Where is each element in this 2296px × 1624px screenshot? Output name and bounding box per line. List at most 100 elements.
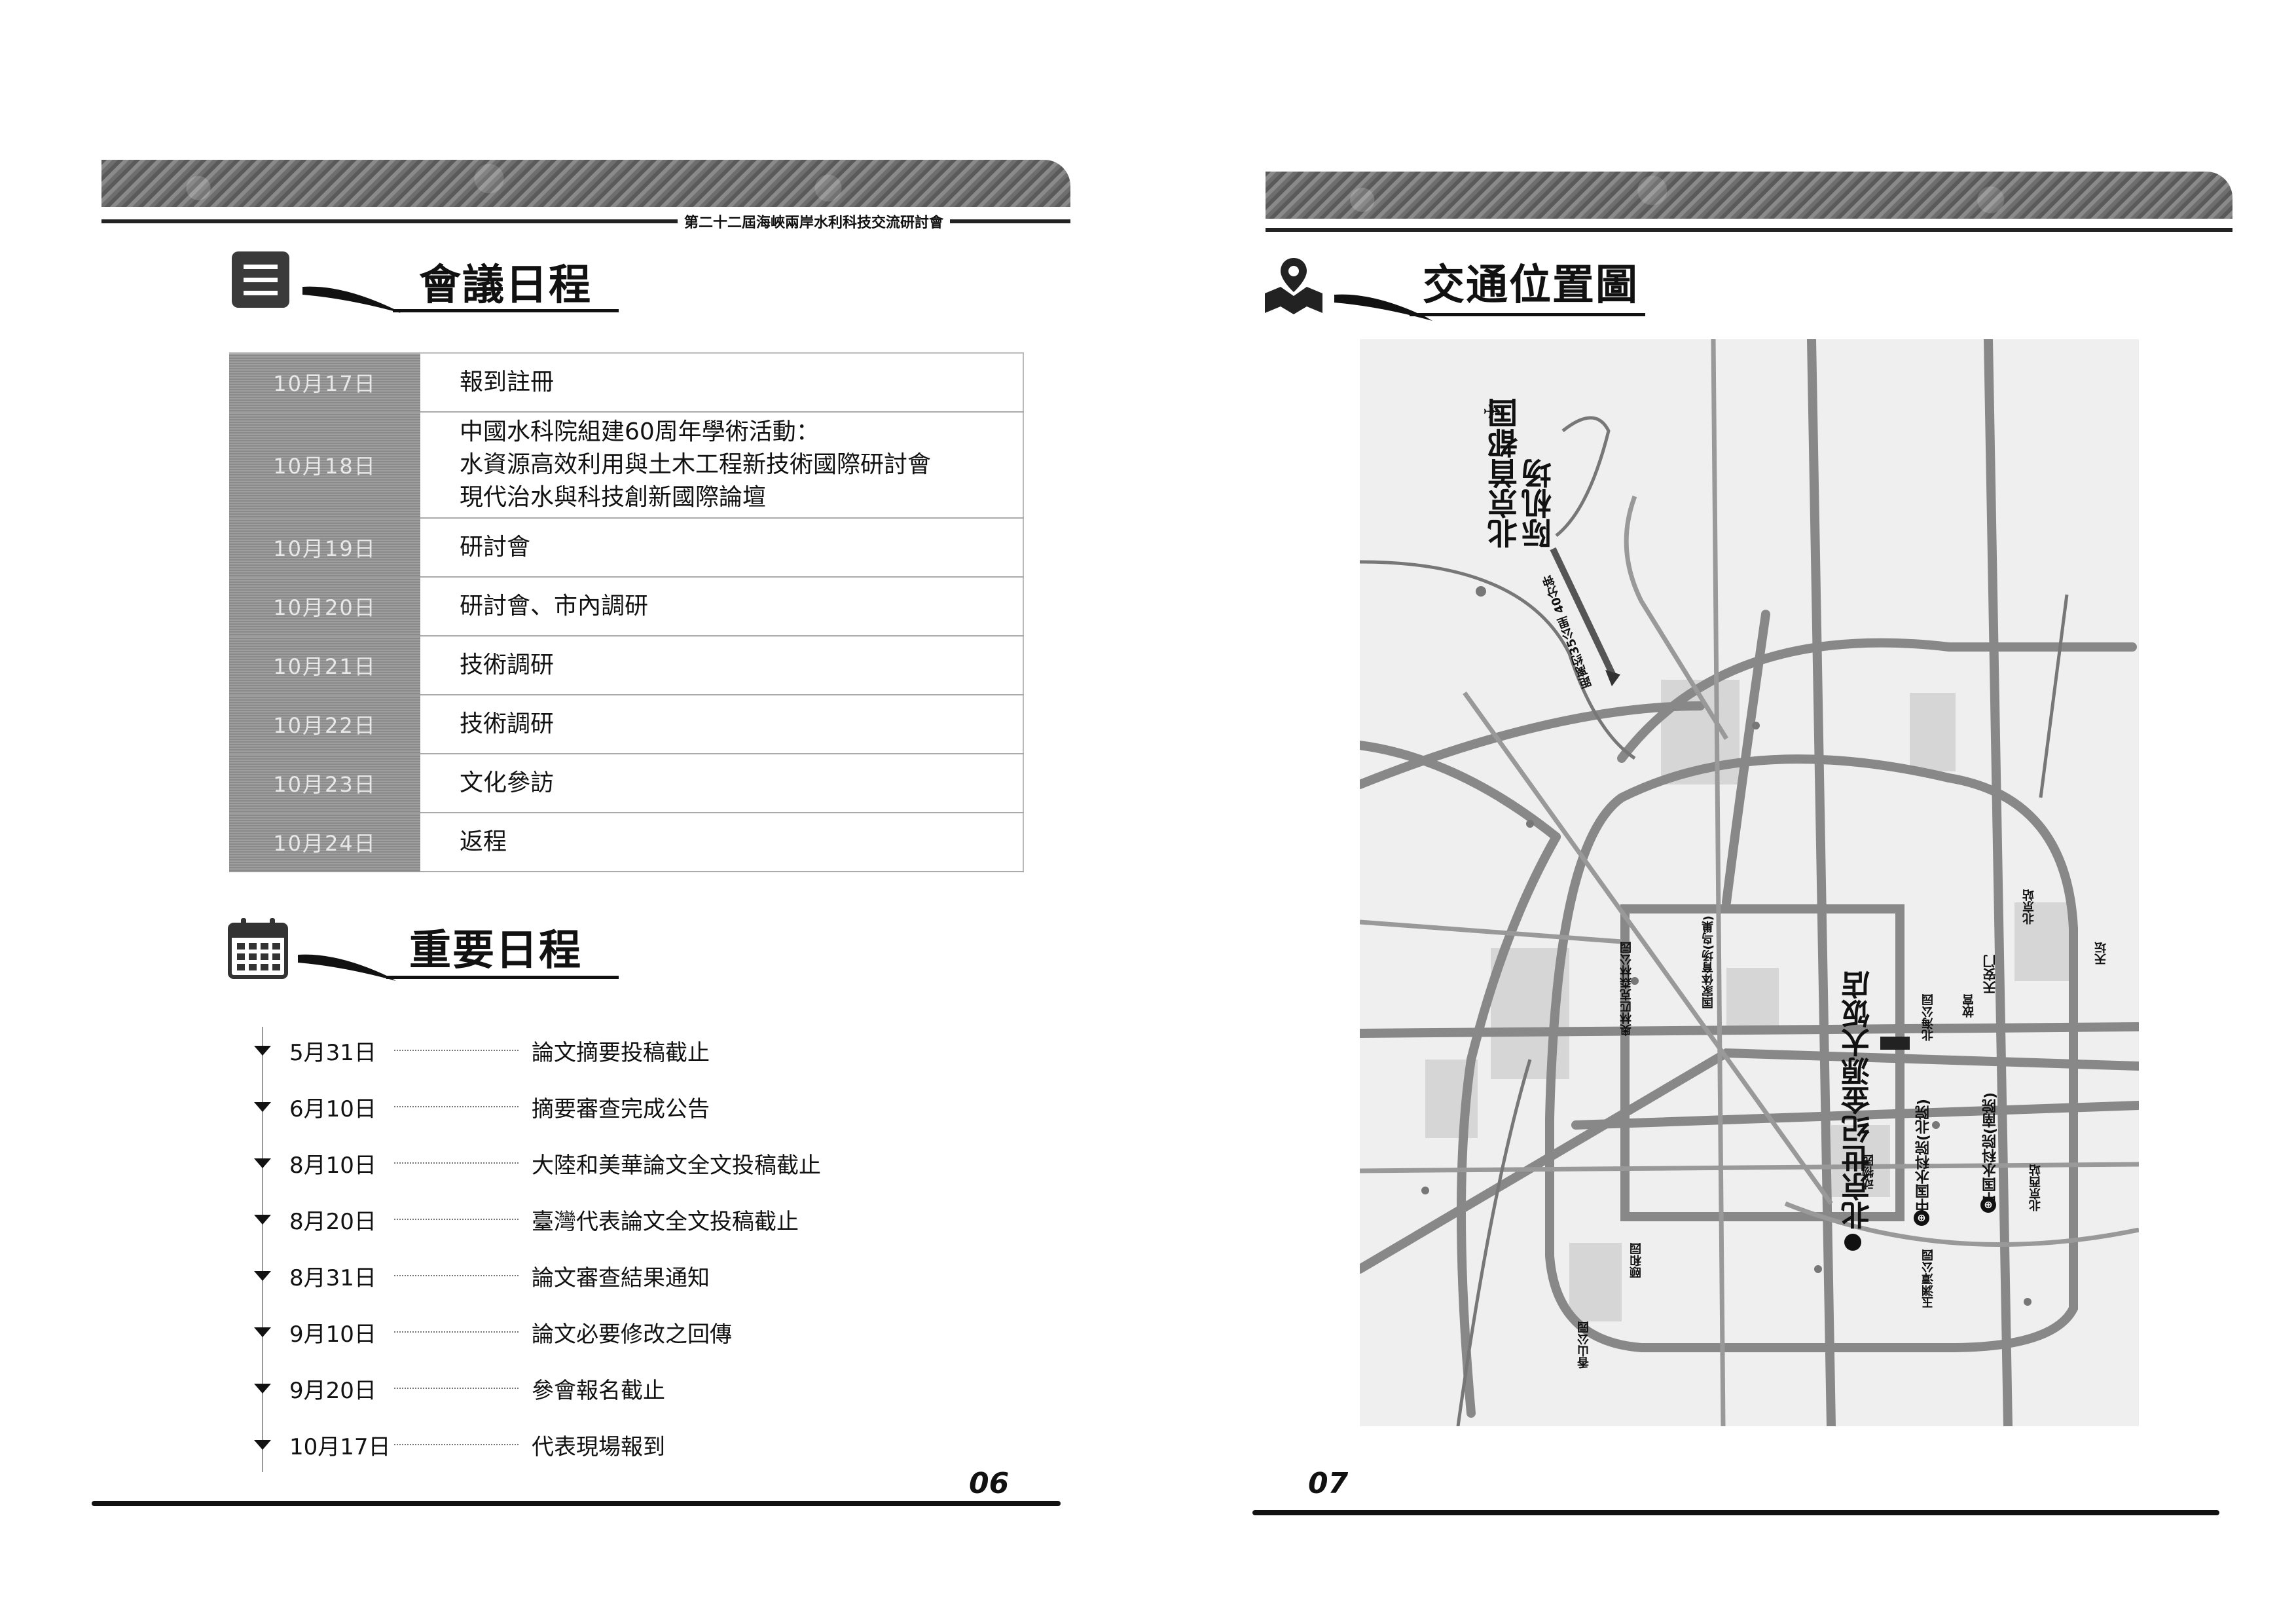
key-dates-title: 重要日程 bbox=[409, 927, 582, 975]
dotted-leader bbox=[394, 1331, 519, 1333]
arrow-down-icon bbox=[254, 1158, 271, 1168]
arrow-down-icon bbox=[254, 1270, 271, 1281]
arrow-down-icon bbox=[254, 1383, 271, 1393]
hotel-label: 北京世纪金源大饭店 bbox=[1842, 970, 1875, 1230]
title-swoosh bbox=[298, 954, 396, 981]
conference-title: 第二十二屆海峽兩岸水利科技交流研討會 bbox=[678, 211, 951, 232]
dotted-leader bbox=[394, 1444, 519, 1445]
table-row: 10月21日 技術調研 bbox=[229, 636, 1024, 695]
list-item: 9月10日 論文必要修改之回傳 bbox=[254, 1312, 732, 1352]
key-event: 論文審查結果通知 bbox=[532, 1264, 710, 1291]
schedule-event: 文化參訪 bbox=[420, 754, 1024, 813]
table-row: 10月17日 報到註冊 bbox=[229, 352, 1024, 413]
schedule-title-underline bbox=[393, 309, 619, 312]
dotted-leader bbox=[394, 1106, 519, 1107]
schedule-date: 10月17日 bbox=[229, 352, 420, 413]
right-page: 交通位置圖 bbox=[1148, 0, 2296, 1624]
map-title: 交通位置圖 bbox=[1423, 261, 1639, 310]
schedule-date: 10月19日 bbox=[229, 518, 420, 578]
key-event: 參會報名截止 bbox=[532, 1377, 665, 1404]
arrow-down-icon bbox=[254, 1045, 271, 1056]
list-item: 9月20日 參會報名截止 bbox=[254, 1369, 665, 1408]
list-icon bbox=[232, 251, 289, 308]
schedule-date: 10月21日 bbox=[229, 636, 420, 695]
olympic-park-label: 奥林匹克森林公园 bbox=[1620, 942, 1633, 1036]
list-item: 10月17日 代表現場報到 bbox=[254, 1425, 665, 1464]
schedule-event: 技術調研 bbox=[420, 636, 1024, 695]
key-date: 8月10日 bbox=[289, 1152, 376, 1179]
key-date: 8月20日 bbox=[289, 1208, 376, 1235]
timeline-line bbox=[262, 1027, 263, 1472]
schedule-event: 返程 bbox=[420, 813, 1024, 872]
dotted-leader bbox=[394, 1388, 519, 1389]
iwhr-north-marker-icon: ⊕ bbox=[1914, 1210, 1929, 1226]
title-swoosh bbox=[1334, 294, 1432, 321]
schedule-date: 10月23日 bbox=[229, 754, 420, 813]
table-row: 10月18日 中國水科院組建60周年學術活動： 水資源高效利用與土木工程新技術國… bbox=[229, 412, 1024, 519]
key-date: 10月17日 bbox=[289, 1433, 391, 1460]
schedule-event: 中國水科院組建60周年學術活動： 水資源高效利用與土木工程新技術國際研討會 現代… bbox=[420, 412, 1024, 519]
header-banner bbox=[1266, 172, 2232, 219]
key-event: 論文摘要投稿截止 bbox=[532, 1039, 710, 1066]
page-number: 06 bbox=[969, 1467, 1010, 1500]
arrow-down-icon bbox=[254, 1439, 271, 1450]
list-item: 5月31日 論文摘要投稿截止 bbox=[254, 1031, 710, 1070]
road-network bbox=[1360, 339, 2139, 1426]
schedule-event: 技術調研 bbox=[420, 695, 1024, 754]
zoo-label: 动物园 bbox=[1862, 1154, 1876, 1190]
left-page: 第二十二屆海峽兩岸水利科技交流研討會 會議日程 10月17日 報到註冊 10月1… bbox=[92, 160, 1070, 1506]
schedule-event: 研討會、市內調研 bbox=[420, 577, 1024, 637]
key-event: 代表現場報到 bbox=[532, 1433, 665, 1460]
table-row: 10月23日 文化參訪 bbox=[229, 754, 1024, 813]
tiantan-label: 天坛 bbox=[2094, 942, 2108, 965]
birds-nest-label: 国家体育场(鸟巢) bbox=[1702, 915, 1715, 1009]
key-event: 臺灣代表論文全文投稿截止 bbox=[532, 1208, 799, 1235]
footer-bar bbox=[1252, 1510, 2219, 1515]
key-date: 9月10日 bbox=[289, 1321, 376, 1348]
schedule-event: 研討會 bbox=[420, 518, 1024, 578]
iwhr-south-marker-icon: ⊕ bbox=[1980, 1197, 1996, 1213]
footer-bar bbox=[92, 1501, 1061, 1506]
key-date: 6月10日 bbox=[289, 1096, 376, 1122]
iwhr-south-label: 中国水科院(南院) bbox=[1982, 1092, 1999, 1207]
schedule-date: 10月22日 bbox=[229, 695, 420, 754]
schedule-title: 會議日程 bbox=[419, 261, 592, 310]
xiangshan-label: 香山公园 bbox=[1577, 1321, 1591, 1369]
schedule-date: 10月20日 bbox=[229, 577, 420, 637]
list-item: 8月10日 大陸和美華論文全文投稿截止 bbox=[254, 1143, 821, 1183]
key-event: 摘要審查完成公告 bbox=[532, 1096, 710, 1122]
arrow-down-icon bbox=[254, 1101, 271, 1112]
beihai-label: 北海公园 bbox=[1922, 994, 1935, 1041]
table-row: 10月22日 技術調研 bbox=[229, 695, 1024, 754]
map-pin-icon bbox=[1265, 258, 1322, 314]
key-dates-title-underline bbox=[386, 976, 619, 979]
iwhr-north-label: 中国水科院(北院) bbox=[1916, 1099, 1932, 1213]
yuyuantan-label: 玉渊潭公园 bbox=[1922, 1249, 1935, 1308]
dotted-leader bbox=[394, 1275, 519, 1276]
dotted-leader bbox=[394, 1162, 519, 1164]
beijing-station-label: 北京站 bbox=[2022, 889, 2036, 925]
header-banner bbox=[101, 160, 1070, 207]
key-event: 大陸和美華論文全文投稿截止 bbox=[532, 1152, 821, 1179]
table-row: 10月19日 研討會 bbox=[229, 518, 1024, 578]
airplane-icon: ✈ bbox=[1483, 401, 1500, 424]
dotted-leader bbox=[394, 1050, 519, 1051]
table-row: 10月20日 研討會、市內調研 bbox=[229, 577, 1024, 637]
header-rule bbox=[101, 219, 1070, 223]
page-number: 07 bbox=[1308, 1467, 1349, 1500]
gugong-label: 故宫 bbox=[1962, 994, 1976, 1018]
schedule-event: 報到註冊 bbox=[420, 352, 1024, 413]
arrow-down-icon bbox=[254, 1214, 271, 1225]
table-row: 10月24日 返程 bbox=[229, 813, 1024, 872]
list-item: 6月10日 摘要審查完成公告 bbox=[254, 1087, 710, 1126]
list-item: 8月20日 臺灣代表論文全文投稿截止 bbox=[254, 1200, 799, 1239]
schedule-table: 10月17日 報到註冊 10月18日 中國水科院組建60周年學術活動： 水資源高… bbox=[229, 352, 1024, 872]
key-date: 5月31日 bbox=[289, 1039, 376, 1066]
header-rule bbox=[1266, 228, 2232, 232]
yiheyuan-label: 颐和园 bbox=[1630, 1243, 1643, 1278]
hotel-marker-icon bbox=[1844, 1234, 1861, 1251]
key-event: 論文必要修改之回傳 bbox=[532, 1321, 732, 1348]
location-map: 北京首都国际机场 ✈ 距离约35公里 40分钟 北京世纪金源大饭店 中国水科院(… bbox=[1360, 339, 2139, 1426]
schedule-date: 10月18日 bbox=[229, 412, 420, 519]
key-date: 8月31日 bbox=[289, 1264, 376, 1291]
